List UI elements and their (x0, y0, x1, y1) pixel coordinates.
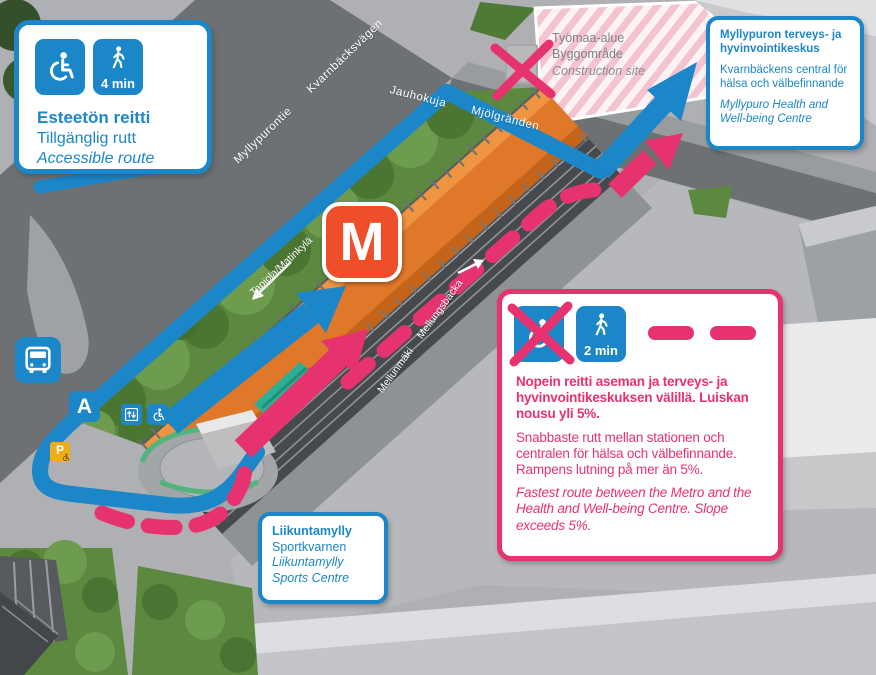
route-fastest (94, 133, 683, 535)
parking-wheelchair-icon (61, 453, 70, 462)
fastest-route-text: Nopein reitti aseman ja terveys- ja hyvi… (516, 374, 772, 541)
accessible-parking-sign: P (50, 442, 70, 462)
fastest-route-legend: 2 min Nopein reitti aseman ja terveys- j… (497, 289, 783, 561)
wheelchair-icon (42, 49, 78, 85)
walking-icon (588, 312, 615, 339)
entrance-a-sign: A (69, 391, 100, 422)
walk-time-tile: 2 min (576, 306, 626, 362)
health-centre-sv: Kvarnbäckens central för hälsa och välbe… (720, 64, 848, 91)
health-centre-callout: Myllypuron terveys- ja hyvinvointikeskus… (706, 16, 864, 150)
pink-arrowhead-north (645, 133, 683, 170)
arrow-east (473, 259, 484, 269)
wheelchair-access-icon (147, 404, 168, 425)
street-mellunmaki (222, 176, 652, 566)
metro-station-logo: M (322, 202, 402, 282)
no-wheelchair-tile (514, 306, 564, 362)
sports-centre-fi: Liikuntamylly (272, 524, 352, 538)
closed-entrance-icon (505, 44, 538, 84)
construction-fi: Työmaa-alue (552, 31, 625, 45)
health-centre-fi: Myllypuron terveys- ja hyvinvointikeskus (720, 29, 842, 56)
accessible-fi: Esteetön reitti (37, 108, 151, 127)
bus-stop-icon (15, 337, 61, 383)
route-dash-sample (648, 326, 694, 340)
blue-arrowhead-north (647, 62, 697, 121)
sports-centre-callout: Liikuntamylly Sportkvarnen Liikuntamylly… (258, 512, 388, 604)
southwest-area (0, 540, 258, 675)
green-patch-east (688, 186, 732, 218)
walking-icon (105, 45, 132, 72)
construction-en: Construction site (552, 63, 646, 78)
wheelchair-tile (35, 39, 85, 95)
accessible-en: Accessible route (37, 150, 155, 168)
bus-icon (21, 343, 55, 377)
direction-arrows (252, 259, 484, 300)
sports-centre-sv: Sportkvarnen (272, 539, 347, 554)
fastest-fi: Nopein reitti aseman ja terveys- ja hyvi… (516, 374, 749, 422)
fastest-sv: Snabbaste rutt mellan stationen och cent… (516, 429, 737, 477)
wheelchair-icon (521, 316, 557, 352)
accessible-sv: Tillgänglig rutt (37, 129, 137, 147)
route-dash-sample (710, 326, 756, 340)
construction-label: Työmaa-alue Byggområde Construction site (552, 30, 712, 79)
accessible-route-legend: 4 min Esteetön reitti Tillgänglig rutt A… (14, 20, 212, 174)
arrow-west (252, 288, 264, 300)
walk-time-tile: 4 min (93, 39, 143, 95)
pink-arrowhead-platform (321, 329, 368, 375)
elevator-icon (121, 404, 142, 425)
parking-letter: P (55, 443, 64, 457)
health-centre-en: Myllypuro Health and Well-being Centre (720, 99, 829, 126)
construction-sv: Byggområde (552, 47, 623, 62)
walk-time: 2 min (584, 343, 618, 358)
sports-centre-en: Liikuntamylly Sports Centre (272, 555, 350, 585)
fastest-en: Fastest route between the Metro and the … (516, 485, 752, 533)
walk-time: 4 min (101, 76, 135, 91)
accessible-route-text: Esteetön reitti Tillgänglig rutt Accessi… (37, 107, 154, 170)
blue-arrowhead-platform (296, 286, 346, 333)
